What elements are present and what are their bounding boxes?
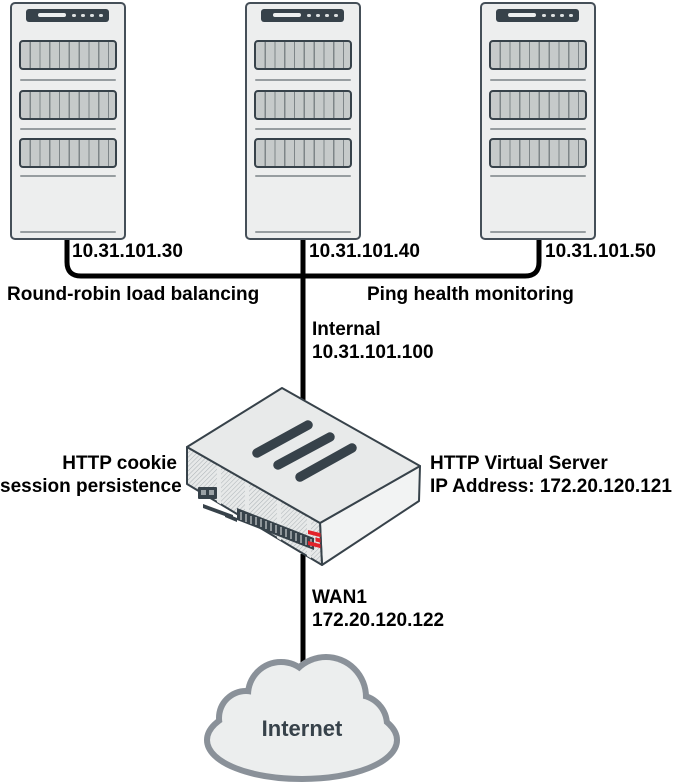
wan-interface-ip: 172.20.120.122 — [312, 610, 445, 631]
fortinet-logo-icon — [308, 530, 321, 549]
panel-divider — [255, 231, 351, 233]
health-monitoring-label: Ping health monitoring — [367, 284, 574, 305]
server-icon — [245, 2, 361, 240]
panel-divider — [20, 175, 116, 177]
load-balancing-label: Round-robin load balancing — [7, 284, 260, 305]
grille-bars-icon — [252, 420, 357, 482]
server-icon — [480, 2, 596, 240]
panel-divider — [490, 79, 586, 81]
drive-bay — [489, 90, 587, 120]
internal-interface-ip: 10.31.101.100 — [312, 342, 434, 363]
session-persistence-label: HTTP cookie session persistence — [0, 453, 182, 497]
wan-interface-name: WAN1 — [312, 587, 367, 608]
internet-label: Internet — [262, 716, 343, 741]
panel-divider — [20, 128, 116, 130]
server-front-panel — [261, 9, 344, 22]
internet-cloud-icon: Internet — [204, 654, 400, 782]
panel-divider — [490, 175, 586, 177]
server-ip-label: 10.31.101.40 — [309, 241, 420, 262]
drive-bay — [19, 40, 117, 70]
drive-slit — [273, 13, 301, 17]
server-front-panel — [496, 9, 579, 22]
panel-divider — [255, 175, 351, 177]
led-dots — [72, 13, 103, 18]
panel-divider — [255, 79, 351, 81]
console-ports-icon — [198, 487, 237, 522]
ethernet-port-row-icon — [237, 508, 314, 550]
panel-divider — [20, 79, 116, 81]
wan-interface-label: WAN1 172.20.120.122 — [312, 586, 444, 632]
server-ip-label: 10.31.101.50 — [545, 241, 656, 262]
panel-divider — [255, 128, 351, 130]
cloud-fill — [210, 660, 394, 776]
led-dots — [542, 13, 573, 18]
drive-slit — [508, 13, 536, 17]
server-icon — [10, 2, 126, 240]
server-front-panel — [26, 9, 109, 22]
virtual-server-label: HTTP Virtual Server IP Address: 172.20.1… — [430, 453, 672, 497]
led-dots — [307, 13, 338, 18]
panel-divider — [490, 128, 586, 130]
panel-divider — [20, 231, 116, 233]
internal-interface-label: Internal 10.31.101.100 — [312, 318, 434, 364]
drive-bay — [254, 138, 352, 168]
drive-bay — [489, 40, 587, 70]
drive-bay — [489, 138, 587, 168]
drive-slit — [38, 13, 66, 17]
drive-bay — [19, 90, 117, 120]
drive-bay — [19, 138, 117, 168]
fortigate-device-icon — [186, 387, 421, 566]
drive-bay — [254, 40, 352, 70]
panel-divider — [490, 231, 586, 233]
server-ip-label: 10.31.101.30 — [72, 241, 183, 262]
internal-interface-name: Internal — [312, 319, 381, 340]
drive-bay — [254, 90, 352, 120]
